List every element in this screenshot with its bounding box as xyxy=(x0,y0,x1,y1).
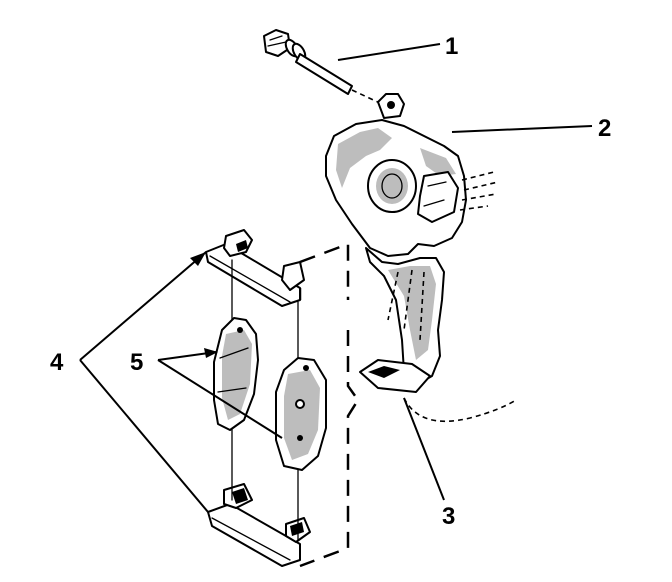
leader-1 xyxy=(337,43,441,61)
leader-5b xyxy=(157,359,283,439)
leader-3 xyxy=(403,397,445,501)
arrowhead-5a xyxy=(204,348,218,358)
callout-4: 4 xyxy=(50,349,64,376)
callout-3: 3 xyxy=(442,503,455,530)
leader-4b xyxy=(79,359,209,513)
callout-1: 1 xyxy=(445,33,458,60)
upper-pad-retainer xyxy=(205,229,305,307)
caliper-housing xyxy=(325,93,499,393)
leader-2 xyxy=(451,125,593,133)
callout-5: 5 xyxy=(130,349,143,376)
arrowhead-4a xyxy=(190,252,206,266)
guide-pin-bolt xyxy=(263,29,383,105)
callout-2: 2 xyxy=(598,115,611,142)
rotation-path xyxy=(403,397,517,423)
inner-brake-pad xyxy=(213,317,259,431)
leader-lines xyxy=(79,43,593,513)
lower-pad-retainer xyxy=(207,483,311,567)
outer-brake-pad xyxy=(275,357,327,471)
leader-4a xyxy=(79,251,207,361)
